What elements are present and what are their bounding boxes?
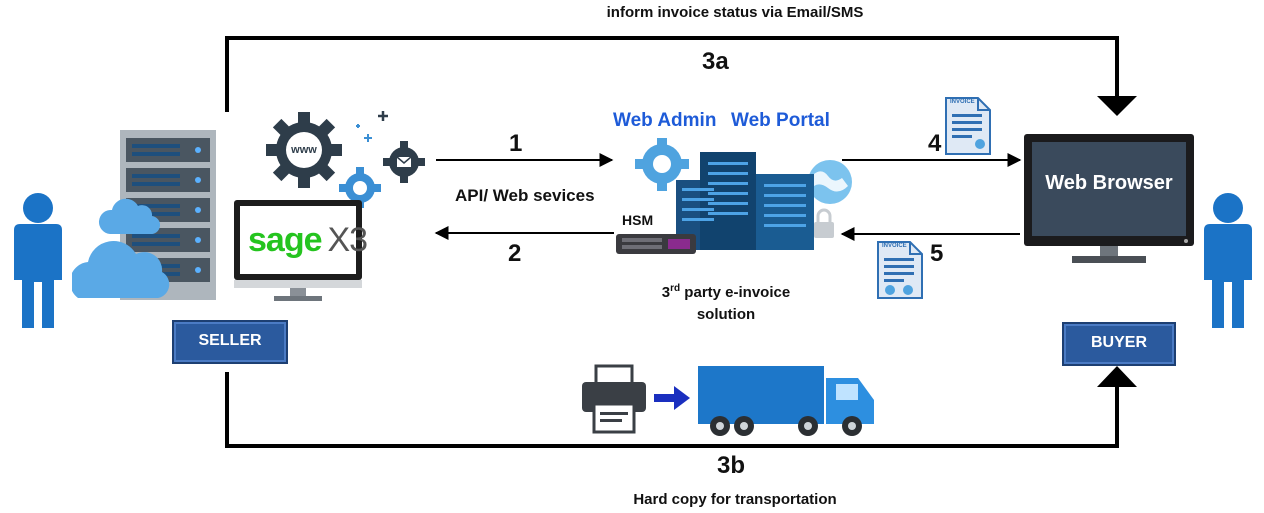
printer-icon: [582, 364, 646, 434]
step-5-label: 5: [930, 240, 944, 267]
sage-logo-word: sage: [248, 221, 322, 259]
bottom-caption: Hard copy for transportation: [633, 491, 837, 508]
seller-monitor-icon: [234, 200, 362, 301]
arrow-right-icon: [654, 386, 690, 410]
api-label: API/ Web sevices: [455, 186, 595, 205]
solution-caption-prefix: 3: [661, 284, 671, 301]
flow-3b-arrowhead: [1097, 366, 1137, 387]
web-portal-label: Web Portal: [731, 110, 830, 131]
buyer-person-icon: [1204, 193, 1252, 328]
seller-box: SELLER: [172, 320, 288, 364]
flow-3a-arrowhead: [1097, 96, 1137, 116]
step-1-label: 1: [509, 130, 523, 157]
hsm-label: HSM: [622, 212, 654, 228]
www-label: www: [291, 144, 317, 156]
flow-3a-line: [225, 36, 1119, 112]
buyer-box: BUYER: [1062, 322, 1176, 366]
web-admin-label: Web Admin: [613, 110, 717, 131]
web-browser-label: Web Browser: [1045, 172, 1173, 194]
solution-caption-sup: rd: [670, 283, 681, 294]
solution-caption-line2: solution: [696, 306, 756, 323]
step-2-label: 2: [508, 240, 522, 267]
step-3a-label: 3a: [702, 48, 729, 75]
step-3b-label: 3b: [717, 452, 746, 479]
invoice-doc-label-1: INVOICE: [950, 99, 975, 105]
transport-row: [582, 364, 874, 436]
invoice-document-icon: [877, 241, 923, 299]
buyer-monitor-icon: [1024, 134, 1194, 263]
top-caption: inform invoice status via Email/SMS: [606, 4, 864, 21]
integration-icons-cluster: [266, 111, 425, 208]
sage-logo-x3: X3: [327, 221, 369, 259]
flow-3b-line: [225, 372, 1119, 448]
solution-caption-line1: party e-invoice: [680, 284, 791, 301]
seller-person-icon: [14, 193, 62, 328]
step-4-label: 4: [928, 130, 942, 157]
invoice-document-icon: [945, 97, 991, 155]
solution-servers-icon: [616, 138, 852, 254]
solution-caption: 3rd party e-invoice solution: [616, 278, 836, 326]
invoice-doc-label-2: INVOICE: [882, 243, 907, 249]
cloud-icon: [72, 198, 170, 298]
truck-icon: [698, 366, 874, 436]
